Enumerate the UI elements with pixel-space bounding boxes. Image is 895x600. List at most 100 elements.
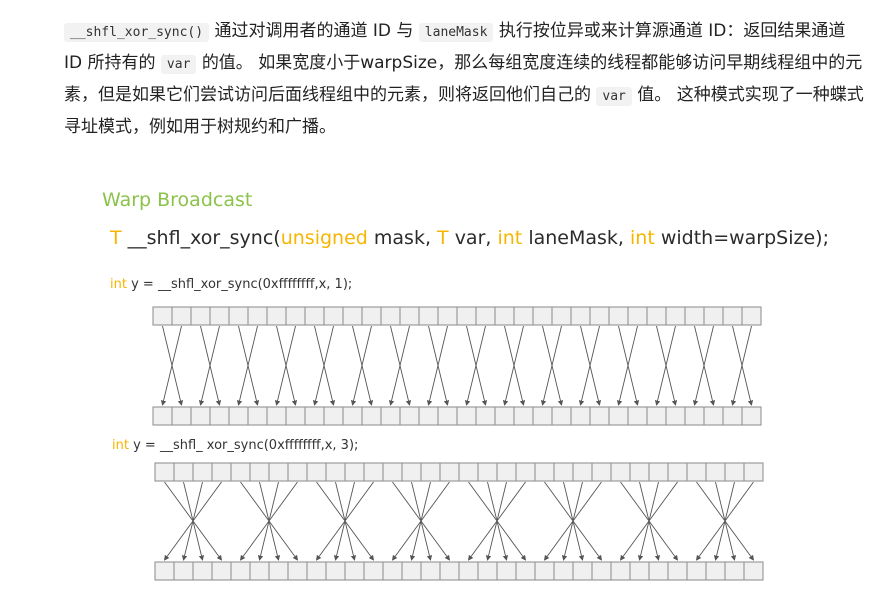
- text-3: 的值。 如果宽度小于warpSize，那么每组宽度连续的线程都能够访问早期线程组…: [64, 53, 863, 105]
- lane-diagram-xor-1: [152, 306, 762, 426]
- xor-3-source-lane-cell: [724, 462, 745, 482]
- sig-name: __shfl_xor_sync(: [127, 227, 281, 249]
- xor-3-source-lane-cell: [363, 462, 384, 482]
- xor-3-source-lane-cell: [534, 462, 555, 482]
- xor-1-source-lane-cell: [380, 306, 401, 326]
- xor-1-dest-lane-cell: [646, 406, 667, 426]
- xor-1-shuffle-arrow: [352, 325, 374, 406]
- xor-1-dest-lane-cell: [665, 406, 686, 426]
- xor-3-dest-lane-cell: [667, 561, 688, 581]
- xor-3-dest-lane-cell: [496, 561, 517, 581]
- xor-3-source-lane-cell: [401, 462, 422, 482]
- xor-3-dest-lane-cell: [477, 561, 498, 581]
- xor-3-source-lane-cell: [268, 462, 289, 482]
- xor-1-dest-lane-cell: [228, 406, 249, 426]
- sig-p4-name: width=warpSize);: [660, 227, 829, 249]
- xor-3-source-lane-cell: [249, 462, 270, 482]
- xor-1-source-lane-cell: [304, 306, 325, 326]
- xor-3-dest-lane-cell: [458, 561, 479, 581]
- xor-3-dest-lane-cell: [610, 561, 631, 581]
- xor-3-source-lane-cell: [173, 462, 194, 482]
- xor-1-source-lane-cell: [494, 306, 515, 326]
- code-var: var: [160, 55, 197, 74]
- xor-1-dest-lane-cell: [152, 406, 173, 426]
- xor-3-dest-lane-cell: [648, 561, 669, 581]
- example-2-code: int y = __shfl_ xor_sync(0xffffffff,x, 3…: [112, 438, 358, 453]
- xor-3-dest-lane-cell: [287, 561, 308, 581]
- sig-p2-type: T: [437, 227, 449, 249]
- xor-1-source-lane-cell: [171, 306, 192, 326]
- code-var-2: var: [596, 87, 632, 106]
- xor-3-source-lane-cell: [705, 462, 726, 482]
- xor-3-source-lane-cell: [230, 462, 251, 482]
- xor-3-source-lane-cell: [553, 462, 574, 482]
- xor-1-dest-lane-cell: [342, 406, 363, 426]
- sig-p3-name: laneMask,: [528, 227, 624, 249]
- xor-3-dest-lane-cell: [515, 561, 536, 581]
- xor-1-shuffle-arrow: [694, 325, 716, 406]
- xor-1-dest-lane-cell: [190, 406, 211, 426]
- xor-3-dest-lane-cell: [249, 561, 270, 581]
- xor-3-shuffle-arrow: [316, 481, 375, 561]
- xor-3-source-lane-cell: [515, 462, 536, 482]
- xor-1-source-lane-cell: [741, 306, 762, 326]
- xor-1-source-lane-cell: [646, 306, 667, 326]
- xor-3-source-lane-cell: [629, 462, 650, 482]
- xor-1-source-lane-cell: [589, 306, 610, 326]
- xor-3-dest-lane-cell: [420, 561, 441, 581]
- xor-1-source-lane-cell: [342, 306, 363, 326]
- xor-1-shuffle-arrow: [580, 325, 602, 406]
- code-lanemask: laneMask: [418, 23, 494, 42]
- xor-3-source-lane-cell: [458, 462, 479, 482]
- xor-1-source-lane-cell: [190, 306, 211, 326]
- sig-return-type: T: [110, 227, 122, 249]
- xor-1-shuffle-arrow: [162, 325, 184, 406]
- xor-3-source-lane-cell: [591, 462, 612, 482]
- xor-3-source-lane-cell: [667, 462, 688, 482]
- xor-1-shuffle-arrow: [466, 325, 488, 406]
- xor-1-source-lane-cell: [475, 306, 496, 326]
- xor-1-dest-lane-cell: [361, 406, 382, 426]
- xor-1-shuffle-arrow: [618, 325, 640, 406]
- xor-3-dest-lane-cell: [211, 561, 232, 581]
- example-2-type: int: [112, 438, 129, 453]
- xor-1-shuffle-arrow: [238, 325, 260, 406]
- figure-title: Warp Broadcast: [102, 189, 253, 211]
- xor-3-source-lane-cell: [439, 462, 460, 482]
- xor-1-dest-lane-cell: [551, 406, 572, 426]
- xor-3-source-lane-cell: [382, 462, 403, 482]
- xor-1-shuffle-arrow: [504, 325, 526, 406]
- xor-3-dest-lane-cell: [401, 561, 422, 581]
- xor-1-dest-lane-cell: [741, 406, 762, 426]
- xor-1-source-lane-cell: [209, 306, 230, 326]
- xor-1-dest-lane-cell: [304, 406, 325, 426]
- xor-1-dest-lane-cell: [532, 406, 553, 426]
- xor-3-source-lane-cell: [572, 462, 593, 482]
- xor-3-dest-lane-cell: [724, 561, 745, 581]
- xor-1-shuffle-arrow: [732, 325, 754, 406]
- xor-1-source-lane-cell: [684, 306, 705, 326]
- xor-1-shuffle-arrow: [542, 325, 564, 406]
- text-4: 值。 这种模式实现了一种蝶式寻址模式，例如用于树规约和广播。: [64, 85, 864, 137]
- xor-1-source-lane-cell: [152, 306, 173, 326]
- lane-diagram-xor-3: [154, 462, 764, 581]
- xor-1-dest-lane-cell: [266, 406, 287, 426]
- xor-3-shuffle-arrow: [696, 481, 755, 561]
- xor-1-source-lane-cell: [608, 306, 629, 326]
- warp-broadcast-figure: Warp Broadcast T __shfl_xor_sync(unsigne…: [96, 185, 829, 595]
- xor-3-source-lane-cell: [477, 462, 498, 482]
- xor-1-dest-lane-cell: [494, 406, 515, 426]
- xor-3-source-lane-cell: [325, 462, 346, 482]
- xor-3-source-lane-cell: [420, 462, 441, 482]
- xor-3-source-lane-cell: [344, 462, 365, 482]
- text-2: 执行按位异或来计算源通道 ID：返回结果通道 ID 所持有的: [64, 21, 846, 73]
- xor-1-source-lane-cell: [703, 306, 724, 326]
- xor-3-shuffle-arrow: [240, 481, 299, 561]
- xor-3-dest-lane-cell: [686, 561, 707, 581]
- xor-3-source-lane-cell: [686, 462, 707, 482]
- xor-1-dest-lane-cell: [380, 406, 401, 426]
- xor-1-source-lane-cell: [418, 306, 439, 326]
- xor-3-dest-lane-cell: [173, 561, 194, 581]
- sig-p3-type: int: [497, 227, 523, 249]
- xor-1-source-lane-cell: [665, 306, 686, 326]
